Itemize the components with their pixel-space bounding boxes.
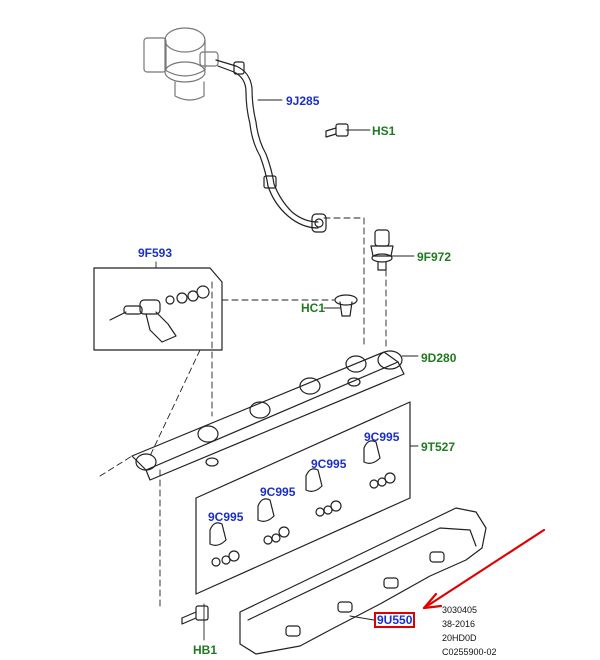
callout-9c995-a: 9C995 [364, 430, 400, 444]
callout-hc1: HC1 [301, 301, 326, 315]
leader-lines [155, 99, 419, 641]
heat-shield-illustration [239, 507, 487, 655]
callout-9f972: 9F972 [417, 250, 452, 264]
bolt-hb1-illustration [181, 605, 209, 625]
assembly-guide-lines [99, 217, 387, 607]
callout-hb1: HB1 [193, 643, 218, 657]
high-pressure-pipe [215, 59, 327, 233]
reference-code-4: C0255900-02 [442, 647, 497, 657]
red-pointer-arrow [422, 528, 546, 610]
callout-9j285: 9J285 [286, 94, 320, 108]
callout-9c995-d: 9C995 [208, 510, 244, 524]
injector-detail-box [93, 267, 223, 351]
fuel-rail-illustration [131, 350, 405, 481]
pressure-sensor-illustration [370, 229, 394, 271]
callout-9t527: 9T527 [421, 440, 456, 454]
bolt-hs1-illustration [325, 123, 349, 138]
callout-9c995-c: 9C995 [260, 485, 296, 499]
callout-9f593: 9F593 [138, 246, 173, 260]
callout-9c995-b: 9C995 [311, 457, 347, 471]
fuel-pump-illustration [143, 27, 219, 101]
callout-9d280: 9D280 [421, 351, 457, 365]
reference-code-1: 3030405 [442, 605, 478, 615]
seal-kit-box [195, 401, 411, 595]
clip-hc1-illustration [334, 294, 358, 317]
callout-9u550: 9U550 [374, 612, 416, 628]
reference-code-2: 38-2016 [442, 619, 476, 629]
callout-hs1: HS1 [372, 124, 396, 138]
reference-code-3: 20HD0D [442, 633, 477, 643]
